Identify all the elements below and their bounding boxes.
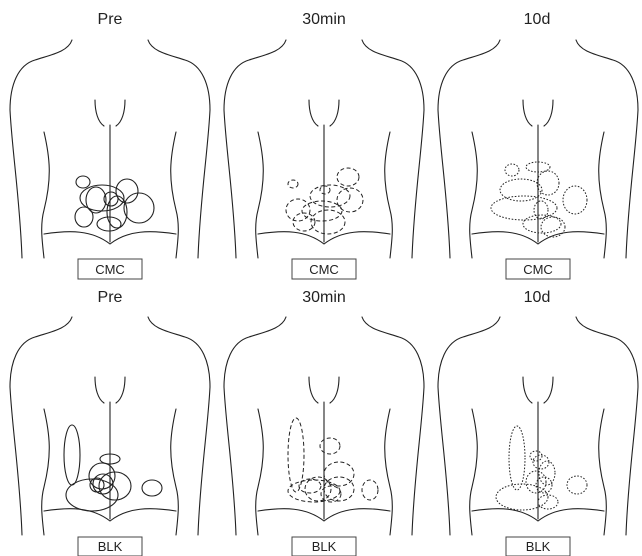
panel-title: 30min: [302, 289, 346, 306]
panel-title: 10d: [524, 11, 551, 28]
panel-row-2-col-2: 30min BLK: [224, 289, 424, 556]
lesion-group-dotted: [496, 426, 587, 510]
torso-outline: [438, 40, 638, 258]
group-label: BLK: [312, 539, 337, 554]
panel-title: Pre: [98, 289, 123, 306]
torso-outline: [10, 317, 210, 535]
lesion-group-dotted: [491, 162, 587, 237]
group-label: CMC: [309, 262, 339, 277]
lesion-group-solid: [75, 176, 154, 231]
panel-row-2-col-3: 10d BLK: [438, 289, 638, 556]
group-label: BLK: [98, 539, 123, 554]
torso-outline: [224, 317, 424, 535]
panel-title: 10d: [524, 289, 551, 306]
panel-row-1-col-1: Pre CMC: [10, 11, 210, 279]
panel-title: 30min: [302, 11, 346, 28]
group-label: BLK: [526, 539, 551, 554]
lesion-group-solid: [64, 425, 162, 511]
torso-outline: [224, 40, 424, 258]
lesion-group-dashed: [288, 418, 378, 502]
group-label: CMC: [523, 262, 553, 277]
panel-row-1-col-3: 10d CMC: [438, 11, 638, 279]
panel-row-2-col-1: Pre BLK: [10, 289, 210, 556]
torso-outline: [10, 40, 210, 258]
panel-title: Pre: [98, 11, 123, 28]
panel-row-1-col-2: 30min 30min CMC: [224, 11, 424, 279]
group-label: CMC: [95, 262, 125, 277]
